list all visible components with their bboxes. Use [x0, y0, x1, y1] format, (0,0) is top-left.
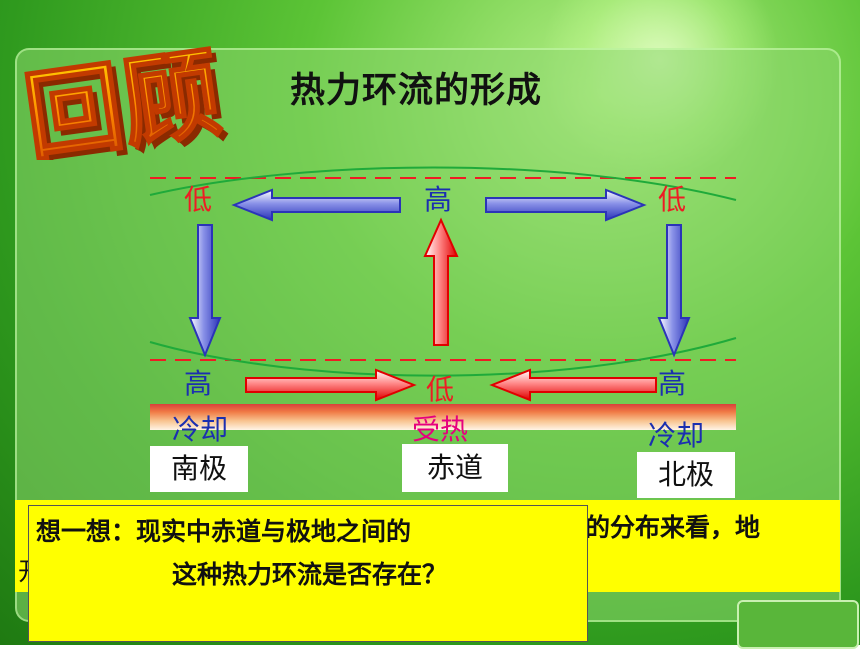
nav-button[interactable]	[737, 600, 859, 649]
arrow-lower-right	[245, 368, 417, 402]
label-lower-left-high: 高	[184, 367, 213, 400]
upper-isobar	[149, 166, 737, 201]
label-lower-right-high: 高	[658, 367, 687, 400]
label-upper-left-low: 低	[184, 183, 213, 216]
label-center-heating: 受热	[412, 413, 469, 446]
arrow-center-up	[423, 217, 459, 346]
arrow-right-down	[657, 224, 691, 358]
question-box	[28, 505, 588, 642]
review-logo: 回顾 回顾	[20, 35, 230, 160]
ground-surface	[150, 404, 736, 430]
label-south-pole: 南极	[150, 446, 248, 492]
question-line1: 想一想：现实中赤道与极地之间的	[36, 517, 412, 546]
label-upper-center-high: 高	[424, 183, 453, 216]
arrow-left-down	[188, 224, 222, 358]
label-equator: 赤道	[402, 444, 508, 492]
arrow-lower-left	[489, 368, 657, 402]
background-text-line1: 的分布来看，地	[585, 513, 761, 542]
label-right-cooling: 冷却	[648, 419, 705, 452]
arrow-upper-left	[231, 188, 401, 222]
label-lower-center-low: 低	[426, 373, 455, 406]
arrow-upper-right	[485, 188, 647, 222]
page-title: 热力环流的形成	[290, 71, 543, 111]
logo-text: 回顾	[20, 36, 228, 160]
question-line2: 这种热力环流是否存在？	[172, 560, 448, 589]
label-north-pole: 北极	[637, 452, 735, 498]
label-left-cooling: 冷却	[172, 413, 229, 446]
label-upper-right-low: 低	[658, 183, 687, 216]
lower-isobar	[149, 337, 737, 377]
